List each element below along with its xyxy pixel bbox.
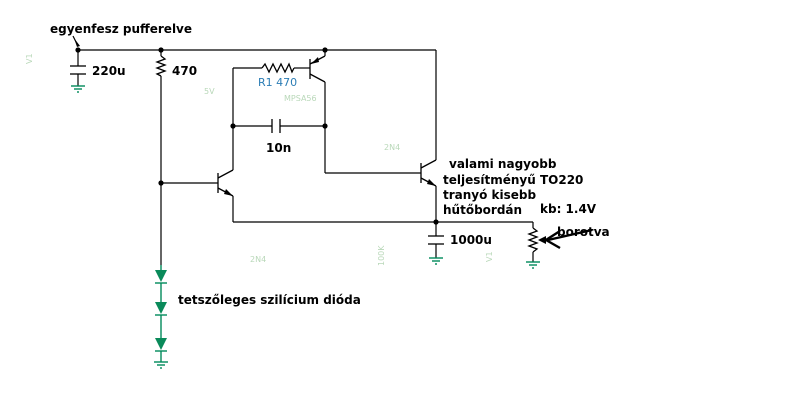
resistor-470-bias <box>155 55 167 77</box>
ground-icon <box>429 257 443 265</box>
transistor-mpsa56 <box>309 55 326 83</box>
resistor-r1 <box>261 62 295 74</box>
faint-tag: 2N4 <box>250 255 266 264</box>
label-input: egyenfesz pufferelve <box>50 22 192 36</box>
wires <box>72 35 534 265</box>
label-diodes: tetszőleges szilícium dióda <box>178 293 361 307</box>
label-r1: R1 470 <box>258 76 297 89</box>
transistor-power <box>420 159 437 187</box>
junctions <box>75 47 439 225</box>
label-c220u: 220u <box>92 64 126 78</box>
label-power-transistor-4: hűtőbordán <box>443 203 522 217</box>
label-voltage: kb: 1.4V <box>540 202 597 216</box>
label-c10n: 10n <box>266 141 291 155</box>
faint-tag: 100K <box>377 245 386 266</box>
faint-tag: V1 <box>485 251 494 262</box>
label-power-transistor-2: teljesítményű TO220 <box>443 173 583 187</box>
faint-tag: 2N4 <box>384 143 400 152</box>
ground-icon <box>71 85 85 93</box>
faint-tag: 5V <box>204 87 215 96</box>
label-power-transistor-1: valami nagyobb <box>449 157 557 171</box>
capacitor-10n <box>271 119 281 133</box>
potentiometer <box>527 227 546 253</box>
capacitor-220u <box>70 65 86 75</box>
diode-string <box>155 265 167 362</box>
label-pot: borotva <box>557 225 610 239</box>
label-c1000u: 1000u <box>450 233 492 247</box>
faint-tag: V1 <box>25 53 34 64</box>
pot-arrow-icon <box>543 228 593 250</box>
ground-icon <box>154 361 168 369</box>
capacitor-1000u <box>428 235 444 245</box>
ground-icon <box>526 261 540 269</box>
faint-tag: MPSA56 <box>284 94 317 103</box>
label-power-transistor-3: tranyó kisebb <box>443 188 537 202</box>
transistor-left <box>217 169 234 197</box>
label-r470: 470 <box>172 64 197 78</box>
